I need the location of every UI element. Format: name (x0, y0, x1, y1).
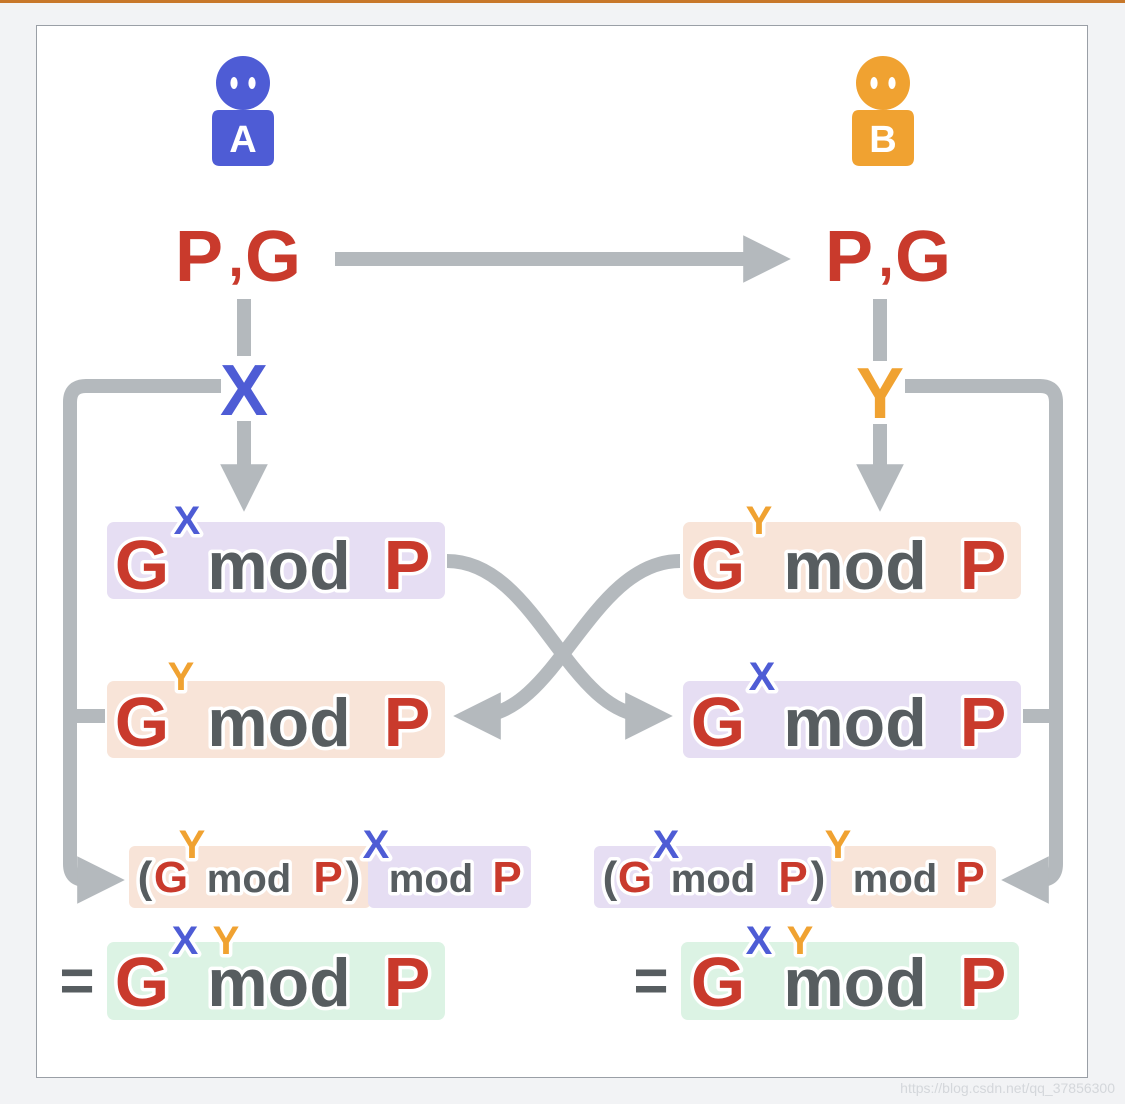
a-public-gx: G X mod P (107, 496, 445, 608)
g-base: G (691, 943, 745, 1021)
p-modulus: P (384, 683, 431, 761)
mod-word: mod (207, 945, 351, 1021)
mod-word: mod (671, 857, 755, 901)
shared-comma: , (228, 225, 244, 288)
mod-word: mod (853, 857, 937, 901)
a-shared-secret: = G X Y mod P (56, 916, 445, 1025)
a-received-gy: G Y mod P (107, 652, 445, 765)
p-modulus: P (955, 853, 984, 902)
mod-word: mod (783, 685, 927, 761)
equals-sign: = (59, 947, 94, 1014)
shared-g: G (895, 217, 951, 297)
exp-x: X (746, 919, 773, 963)
b-public-gy: G Y mod P (683, 496, 1021, 608)
mod-word: mod (207, 857, 291, 901)
p-modulus: P (960, 526, 1007, 604)
watermark: https://blog.csdn.net/qq_37856300 (900, 1080, 1115, 1096)
a-x-loop-arrow (63, 379, 221, 904)
p-modulus: P (384, 526, 431, 604)
exp-x: X (174, 499, 201, 543)
g-base: G (115, 683, 169, 761)
p-modulus: P (384, 943, 431, 1021)
shared-pg-b: P , G (825, 217, 951, 297)
mod-word: mod (207, 685, 351, 761)
g-base: G (115, 943, 169, 1021)
connector-arrows (63, 235, 1063, 904)
exp-y: Y (825, 823, 852, 867)
b-y-loop-arrow (905, 379, 1063, 904)
secret-y: Y (856, 354, 904, 434)
shared-pg-a: P , G (175, 217, 301, 297)
diagram-panel: A B P , G P , G X Y G X mod P G Y mod (36, 25, 1088, 1078)
person-b: B (852, 56, 914, 166)
exp-x: X (653, 823, 680, 867)
secret-x: X (220, 351, 268, 431)
person-b-label: B (869, 119, 896, 161)
diffie-hellman-diagram: A B P , G P , G X Y G X mod P G Y mod (56, 56, 1063, 1025)
p-modulus: P (492, 853, 521, 902)
b-received-gx: G X mod P (683, 652, 1021, 765)
mod-word: mod (783, 528, 927, 604)
person-a: A (212, 56, 274, 166)
person-a-label: A (229, 119, 256, 161)
shared-comma: , (878, 225, 894, 288)
exchange-gx-arrow (446, 554, 673, 740)
person-icon (212, 56, 274, 166)
open-paren: ( (603, 853, 618, 902)
exp-y: Y (787, 919, 814, 963)
p-modulus: P (313, 853, 342, 902)
top-accent-bar (0, 0, 1125, 3)
g-base: G (618, 853, 652, 902)
exp-x: X (172, 919, 199, 963)
open-paren: ( (138, 853, 153, 902)
close-paren: ) (346, 853, 361, 902)
shared-p: P (825, 217, 873, 297)
exp-x: X (749, 655, 776, 699)
person-icon (852, 56, 914, 166)
a-combined-formula: ( G Y mod P ) X mod P (129, 820, 531, 908)
equals-sign: = (633, 947, 668, 1014)
b-combined-formula: ( G X mod P ) Y mod P (594, 820, 996, 908)
exp-y: Y (168, 655, 195, 699)
p-modulus: P (960, 683, 1007, 761)
p-modulus: P (960, 943, 1007, 1021)
p-modulus: P (778, 853, 807, 902)
g-base: G (691, 683, 745, 761)
exchange-gy-arrow (453, 554, 681, 740)
mod-word: mod (207, 528, 351, 604)
shared-p: P (175, 217, 223, 297)
g-base: G (691, 526, 745, 604)
exp-y: Y (213, 919, 240, 963)
close-paren: ) (811, 853, 826, 902)
shared-g: G (245, 217, 301, 297)
b-shared-secret: = G X Y mod P (630, 916, 1019, 1025)
exp-y: Y (179, 823, 206, 867)
exp-x: X (363, 823, 390, 867)
g-base: G (154, 853, 188, 902)
exp-y: Y (746, 499, 773, 543)
mod-word: mod (389, 857, 473, 901)
g-base: G (115, 526, 169, 604)
mod-word: mod (783, 945, 927, 1021)
